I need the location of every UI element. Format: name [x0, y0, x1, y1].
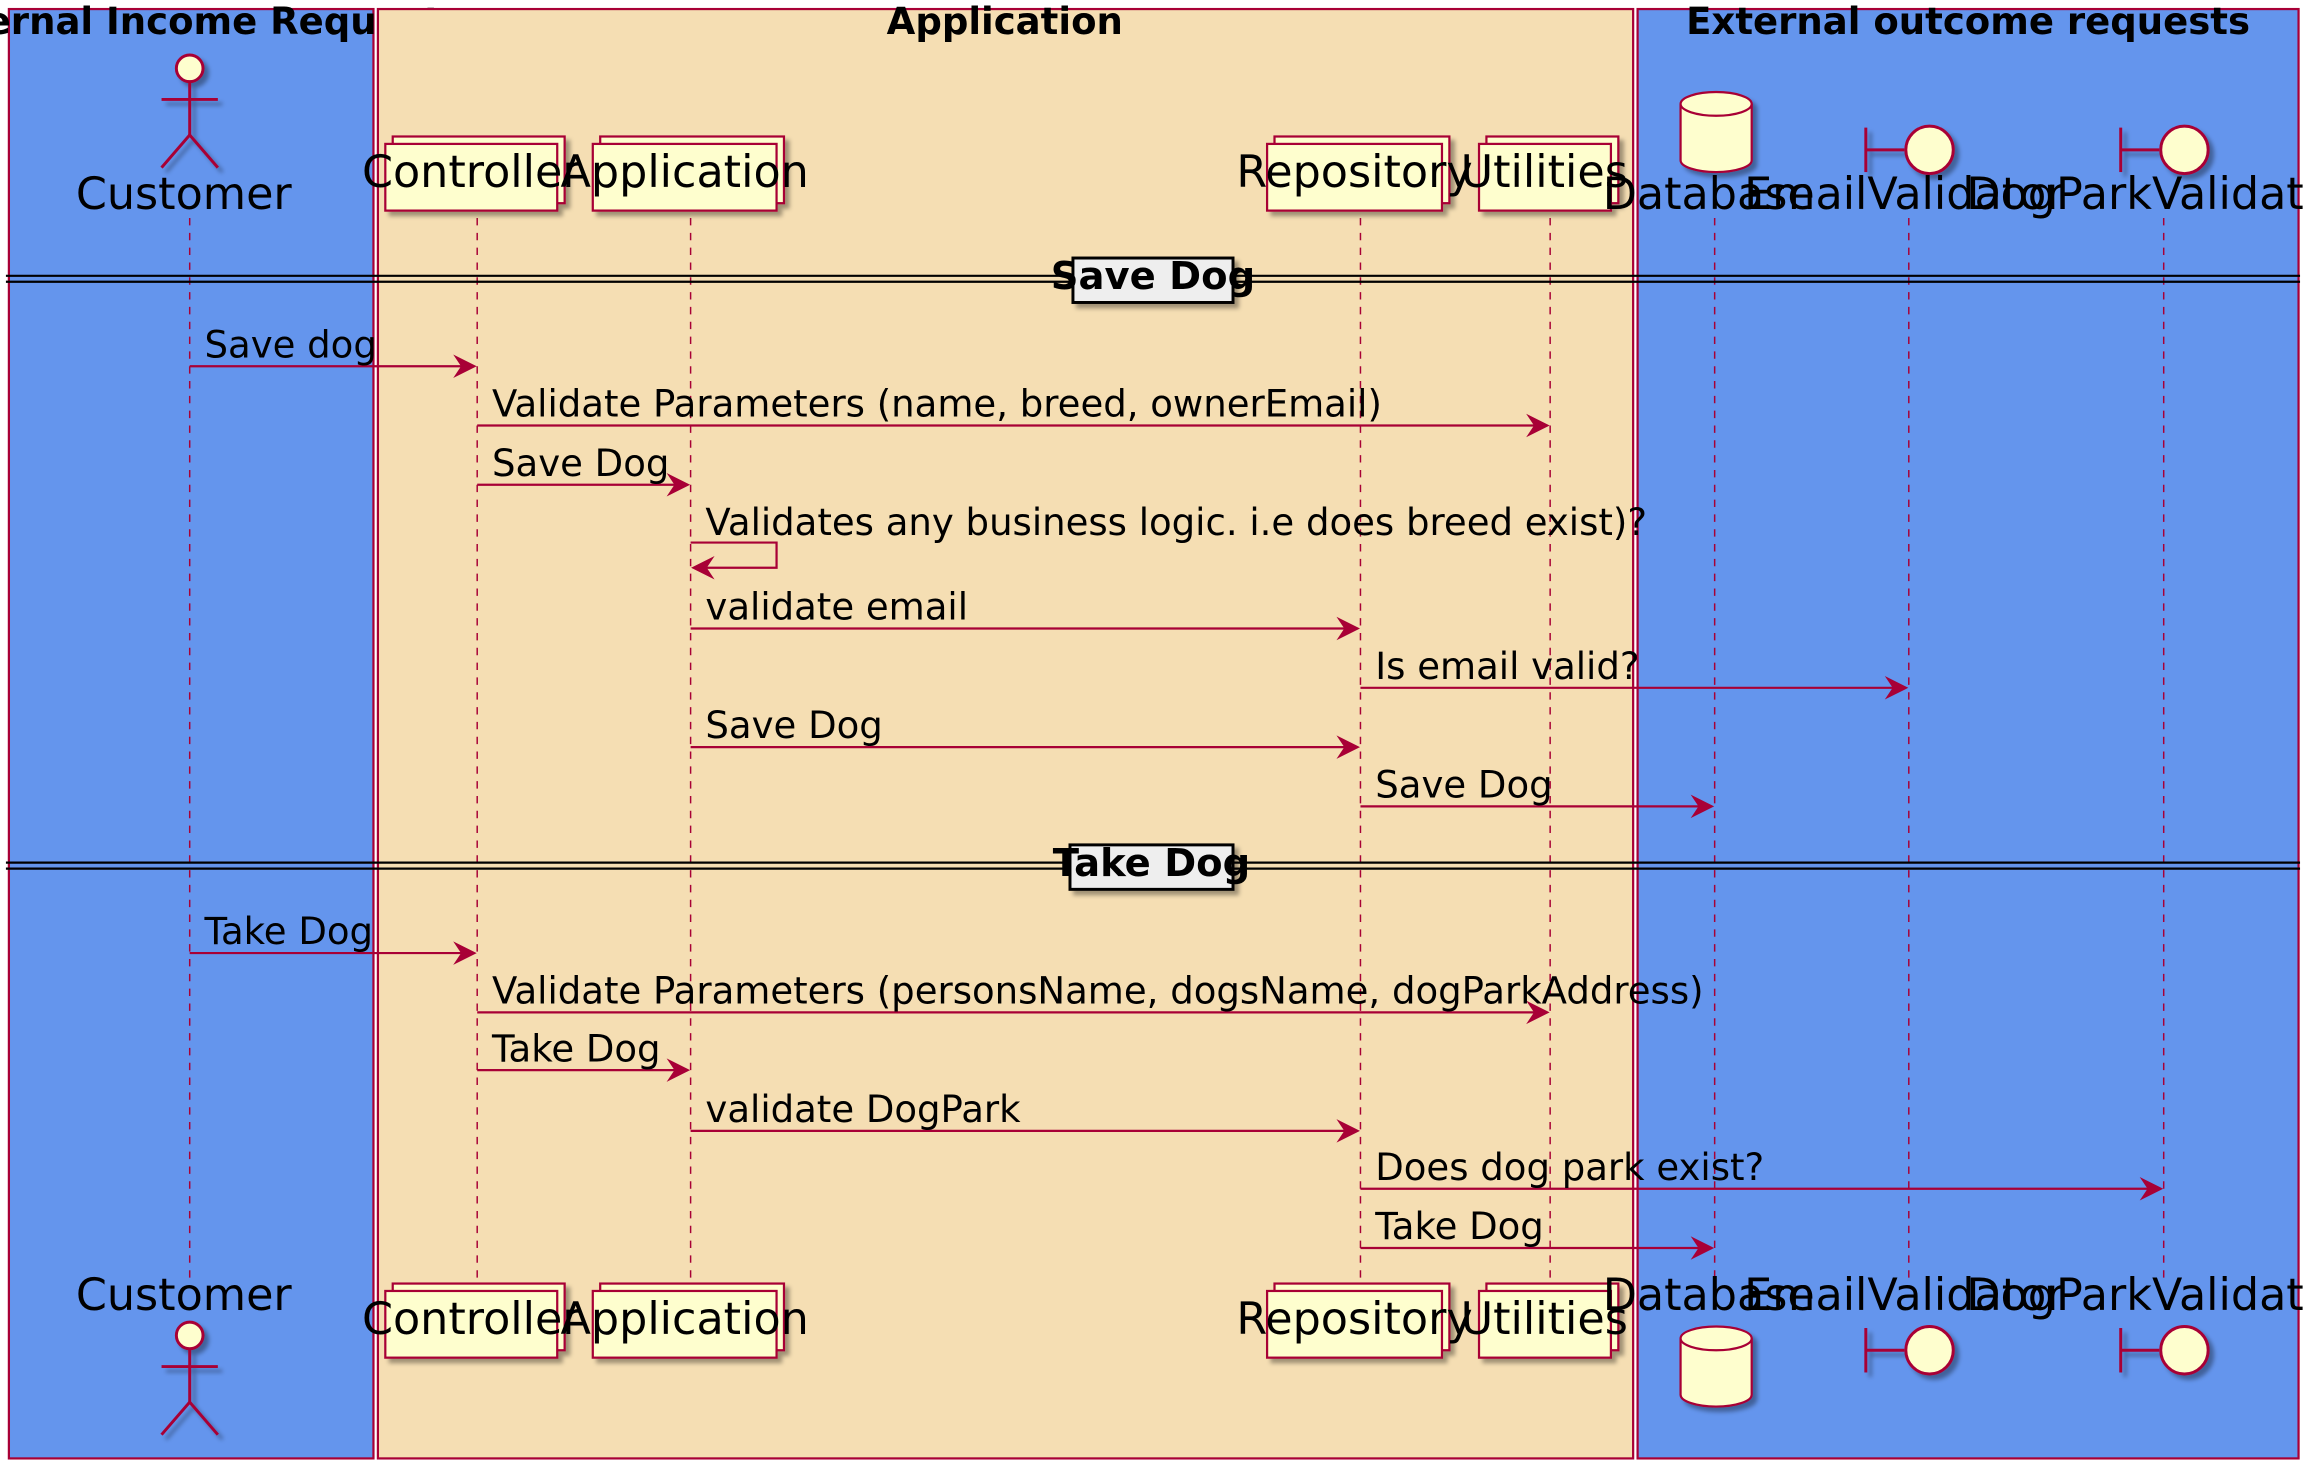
participant-utilities-bottom: Utilities	[1461, 1282, 1628, 1359]
participant-label: Customer	[76, 1270, 293, 1321]
message-arrow	[189, 941, 477, 965]
participant-label: Application	[561, 147, 809, 198]
message-label: Save Dog	[1375, 763, 1552, 806]
message-label: Validates any business logic. i.e does b…	[705, 501, 1647, 544]
participant-customer-top: Customer	[76, 53, 293, 220]
box-external-outcome: External outcome requests	[1636, 0, 2300, 1460]
message-arrow	[1360, 676, 1909, 700]
message-label: Take Dog	[1374, 1205, 1544, 1248]
message-arrow	[1360, 794, 1715, 819]
participant-label: DogParkValidator	[1966, 1270, 2303, 1321]
message-label: Save Dog	[705, 704, 882, 747]
boundary-icon	[2119, 1325, 2210, 1376]
message-label: Save dog	[205, 323, 377, 366]
participant-application-top: Application	[561, 135, 809, 212]
message-label: validate email	[705, 586, 968, 629]
participant-label: Repository	[1236, 1294, 1472, 1345]
message-arrow	[477, 1058, 691, 1082]
message-label: Take Dog	[204, 910, 374, 953]
box-external-income-bg	[7, 7, 375, 1460]
boundary-icon	[2119, 124, 2210, 176]
message-arrow	[477, 413, 1550, 438]
message-arrow	[690, 616, 1360, 641]
message-arrow	[477, 473, 691, 497]
participant-customer-bottom: Customer	[76, 1270, 293, 1436]
participant-label: Controller	[362, 1294, 581, 1345]
collections-icon	[591, 135, 786, 212]
participant-label: DogParkValidator	[1966, 169, 2303, 220]
participant-label: EmailValidator	[1744, 169, 2065, 220]
message-label: Save Dog	[492, 442, 669, 485]
participant-utilities-top: Utilities	[1461, 135, 1628, 212]
message-label: Take Dog	[491, 1027, 661, 1070]
participant-label: Utilities	[1461, 147, 1628, 198]
collections-icon	[591, 1282, 786, 1359]
participant-repository-top: Repository	[1236, 135, 1473, 212]
message-label: Validate Parameters (name, breed, ownerE…	[492, 383, 1382, 426]
participant-repository-bottom: Repository	[1236, 1282, 1473, 1359]
participant-database-top: Database	[1603, 90, 1815, 220]
divider-label-box	[1071, 256, 1235, 304]
message-label: Is email valid?	[1375, 645, 1639, 688]
participant-database-bottom: Database	[1603, 1270, 1815, 1408]
box-application: Application	[376, 0, 1635, 1460]
participant-label: Utilities	[1461, 1294, 1628, 1345]
message-label: Does dog park exist?	[1375, 1146, 1764, 1189]
participant-label: EmailValidator	[1744, 1270, 2065, 1321]
actor-icon	[160, 1320, 219, 1436]
message-arrow	[1360, 1176, 2164, 1201]
participant-label: Customer	[76, 169, 293, 220]
participant-emailvalidator-bottom: EmailValidator	[1744, 1270, 2065, 1376]
divider-label-box	[1068, 843, 1235, 891]
message-labels: Save dog Validate Parameters (name, bree…	[204, 323, 1765, 1248]
participant-dogparkvalidator-bottom: DogParkValidator	[1966, 1270, 2303, 1376]
database-icon	[1679, 1325, 1753, 1408]
boundary-icon	[1864, 124, 1955, 176]
collections-icon	[1477, 135, 1620, 212]
participant-label: Application	[561, 1294, 809, 1345]
box-external-income: External Income Requests	[0, 0, 464, 1460]
box-external-outcome-title: External outcome requests	[1686, 0, 2250, 43]
message-arrow	[477, 1000, 1550, 1025]
message-arrow	[1360, 1236, 1715, 1260]
collections-icon	[1265, 1282, 1451, 1359]
divider-label: Save Dog	[1051, 254, 1255, 299]
message-arrow	[690, 1119, 1360, 1143]
message-arrow	[690, 735, 1360, 759]
divider-label: Take Dog	[1053, 841, 1250, 886]
message-arrow	[189, 354, 477, 378]
box-external-outcome-bg	[1636, 7, 2300, 1460]
messages	[189, 354, 2164, 1260]
participant-label: Database	[1603, 169, 1815, 220]
participant-dogparkvalidator-top: DogParkValidator	[1966, 124, 2303, 220]
participant-label: Database	[1603, 1270, 1815, 1321]
collections-icon	[1265, 135, 1451, 212]
participant-application-bottom: Application	[561, 1282, 809, 1359]
divider-take-dog: Take Dog	[5, 841, 2301, 891]
participant-label: Controller	[362, 147, 581, 198]
participant-label: Repository	[1236, 147, 1472, 198]
message-label: Validate Parameters (personsName, dogsNa…	[492, 969, 1704, 1012]
box-application-bg	[376, 7, 1635, 1460]
divider-save-dog: Save Dog	[5, 254, 2301, 304]
message-arrow-self	[690, 541, 778, 580]
box-application-title: Application	[887, 0, 1123, 43]
collections-icon	[1477, 1282, 1620, 1359]
participant-emailvalidator-top: EmailValidator	[1744, 124, 2065, 220]
participant-controller-bottom: Controller	[362, 1282, 581, 1359]
database-icon	[1679, 90, 1753, 174]
collections-icon	[384, 1282, 566, 1359]
participant-controller-top: Controller	[362, 135, 581, 212]
actor-icon	[160, 53, 219, 169]
message-label: validate DogPark	[705, 1088, 1021, 1131]
collections-icon	[384, 135, 566, 212]
boundary-icon	[1864, 1325, 1955, 1376]
